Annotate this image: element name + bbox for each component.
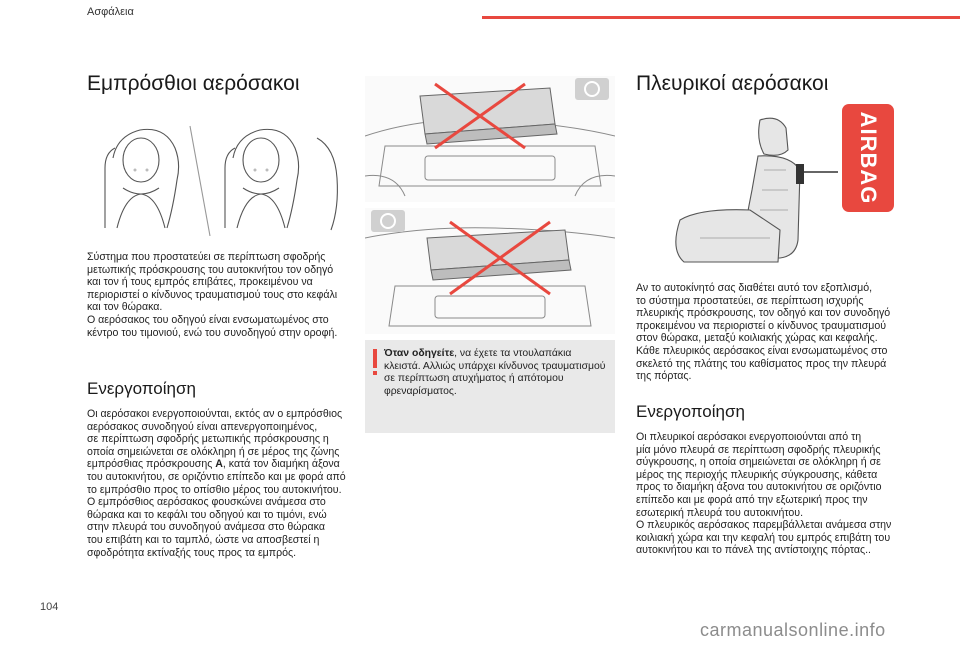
header-accent-rule <box>482 16 960 19</box>
right-activation-text: Οι πλευρικοί αερόσακοι ενεργοποιούνται α… <box>636 431 892 557</box>
glovebox-warning-text: Όταν οδηγείτε, να έχετε τα ντουλαπάκια κ… <box>384 348 609 398</box>
warning-body: , να έχετε τα ντουλαπάκια κλειστά. Αλλιώ… <box>384 348 606 397</box>
glovebox-warning-box: Όταν οδηγείτε, να έχετε τα ντουλαπάκια κ… <box>365 340 615 433</box>
steering-wheel-icon <box>575 78 609 100</box>
left-activation-heading: Ενεργοποίηση <box>87 379 196 398</box>
steering-wheel-icon <box>371 210 405 232</box>
right-activation-heading: Ενεργοποίηση <box>636 402 745 421</box>
frontal-airbags-title: Εμπρόσθιοι αερόσακοι <box>87 72 300 95</box>
watermark: carmanualsonline.info <box>700 620 886 640</box>
impact-zone-label: A <box>215 458 223 471</box>
side-airbag-seat-illustration <box>675 117 838 263</box>
glovebox-open-illustration <box>365 76 615 202</box>
section-label: Ασφάλεια <box>87 6 134 18</box>
prohibited-cross-icon <box>449 220 551 296</box>
airbag-badge-label: AIRBAG <box>856 111 881 205</box>
page-number: 104 <box>40 601 59 613</box>
left-activation-text-part2: , κατά τον διαμήκη άξονα του αυτοκινήτου… <box>87 458 346 559</box>
warning-lead: Όταν οδηγείτε <box>384 348 455 359</box>
prohibited-cross-icon <box>434 82 526 150</box>
left-activation-text: Οι αερόσακοι ενεργοποιούνται, εκτός αν ο… <box>87 408 362 559</box>
glovebox-tray-illustration <box>365 208 615 334</box>
side-airbags-intro: Αν το αυτοκίνητό σας διαθέτει αυτό τον ε… <box>636 282 891 383</box>
left-activation-text-part1: Οι αερόσακοι ενεργοποιούνται, εκτός αν ο… <box>87 408 343 471</box>
side-airbags-title: Πλευρικοί αερόσακοι <box>636 72 829 95</box>
airbag-badge: AIRBAG <box>842 104 894 212</box>
warning-exclamation-icon <box>373 349 377 375</box>
frontal-airbag-illustration <box>104 125 338 236</box>
frontal-airbags-intro: Σύστημα που προστατεύει σε περίπτωση σφο… <box>87 251 338 339</box>
